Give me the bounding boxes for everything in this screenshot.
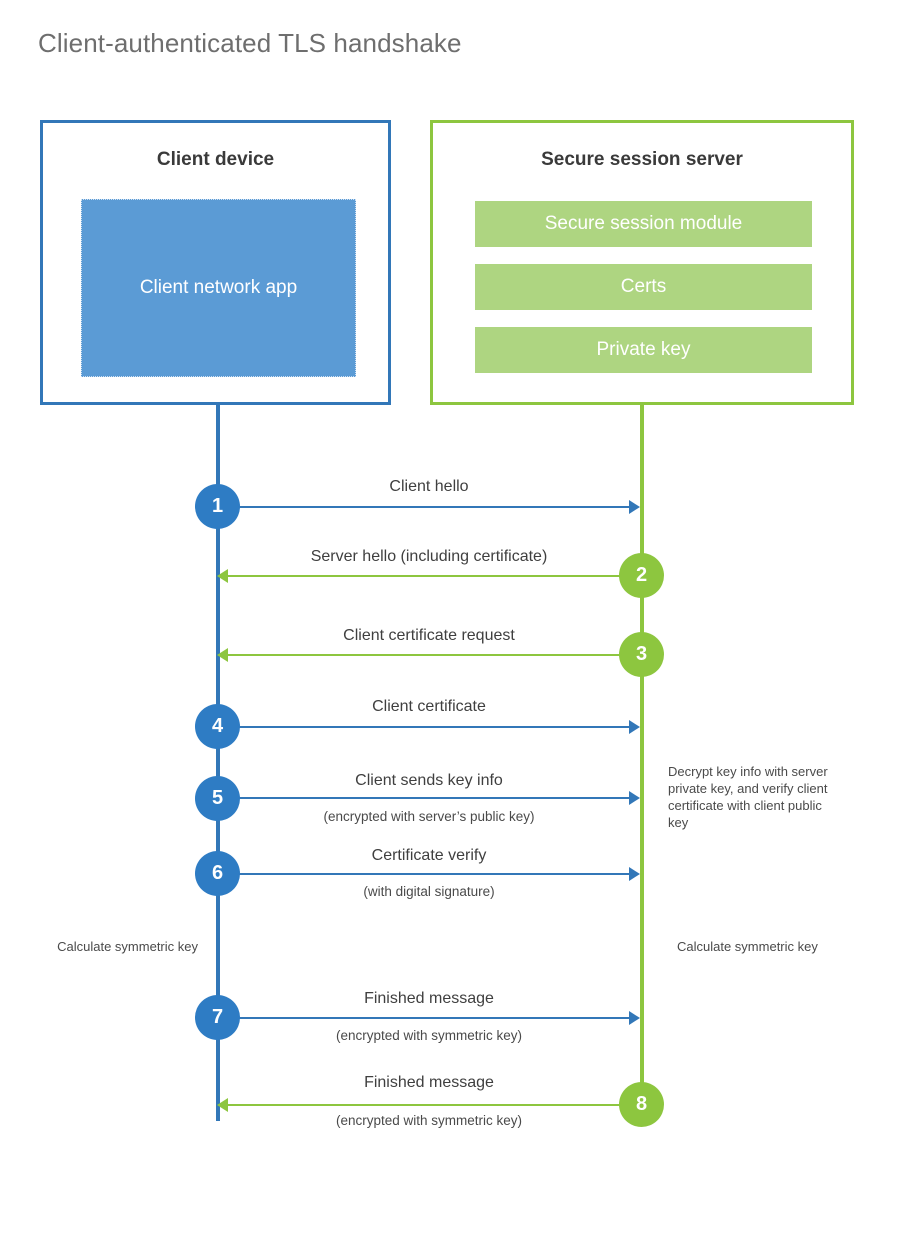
participant-title-server: Secure session server bbox=[541, 149, 743, 170]
server-block-certs: Certs bbox=[475, 264, 812, 310]
message-sublabel-5: (encrypted with server’s public key) bbox=[323, 809, 535, 824]
message-arrow-2 bbox=[228, 575, 640, 577]
arrowhead-right-icon-6 bbox=[629, 867, 640, 881]
step-circle-6[interactable]: 6 bbox=[195, 851, 240, 896]
message-label-6: Certificate verify bbox=[371, 847, 487, 864]
arrowhead-right-icon-1 bbox=[629, 500, 640, 514]
message-arrow-8 bbox=[228, 1104, 640, 1106]
message-sublabel-8: (encrypted with symmetric key) bbox=[335, 1113, 523, 1128]
arrowhead-left-icon-3 bbox=[217, 648, 228, 662]
participant-box-server: Secure session server Secure session mod… bbox=[430, 120, 854, 405]
message-sublabel-6: (with digital signature) bbox=[363, 884, 495, 899]
step-circle-3[interactable]: 3 bbox=[619, 632, 664, 677]
message-label-5: Client sends key info bbox=[355, 772, 503, 789]
server-block-private-key: Private key bbox=[475, 327, 812, 373]
lifeline-client bbox=[216, 403, 220, 1121]
message-arrow-4 bbox=[218, 726, 630, 728]
step-circle-8[interactable]: 8 bbox=[619, 1082, 664, 1127]
message-label-8: Finished message bbox=[364, 1074, 494, 1091]
annotation-calculate-symmetric-key-server: Calculate symmetric key bbox=[677, 939, 818, 954]
annotation-calculate-symmetric-key-client: Calculate symmetric key bbox=[57, 939, 198, 954]
message-arrow-5 bbox=[218, 797, 630, 799]
message-arrow-1 bbox=[218, 506, 630, 508]
participant-title-client: Client device bbox=[156, 149, 275, 170]
arrowhead-left-icon-2 bbox=[217, 569, 228, 583]
arrowhead-right-icon-7 bbox=[629, 1011, 640, 1025]
message-label-2: Server hello (including certificate) bbox=[310, 548, 548, 565]
step-circle-2[interactable]: 2 bbox=[619, 553, 664, 598]
page-title: Client-authenticated TLS handshake bbox=[38, 28, 462, 58]
step-circle-7[interactable]: 7 bbox=[195, 995, 240, 1040]
message-arrow-6 bbox=[218, 873, 630, 875]
step-circle-5[interactable]: 5 bbox=[195, 776, 240, 821]
step-circle-4[interactable]: 4 bbox=[195, 704, 240, 749]
message-label-1: Client hello bbox=[389, 478, 469, 495]
message-sublabel-7: (encrypted with symmetric key) bbox=[335, 1028, 523, 1043]
message-arrow-3 bbox=[228, 654, 640, 656]
arrowhead-left-icon-8 bbox=[217, 1098, 228, 1112]
message-label-4: Client certificate bbox=[372, 698, 486, 715]
server-block-secure-session-module: Secure session module bbox=[475, 201, 812, 247]
message-label-7: Finished message bbox=[364, 990, 494, 1007]
step-circle-1[interactable]: 1 bbox=[195, 484, 240, 529]
message-arrow-7 bbox=[218, 1017, 630, 1019]
participant-box-client: Client device Client network app bbox=[40, 120, 391, 405]
client-network-app-block: Client network app bbox=[81, 199, 356, 377]
annotation-decrypt-key-info: Decrypt key info with server private key… bbox=[668, 764, 828, 831]
arrowhead-right-icon-4 bbox=[629, 720, 640, 734]
arrowhead-right-icon-5 bbox=[629, 791, 640, 805]
message-label-3: Client certificate request bbox=[343, 627, 515, 644]
lifeline-server bbox=[640, 403, 644, 1105]
